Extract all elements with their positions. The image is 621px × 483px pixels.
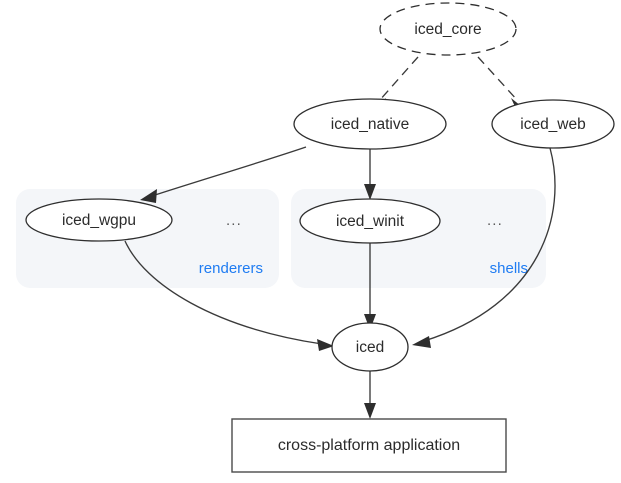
node-app-shape[interactable]: [231, 418, 507, 473]
node-cross-platform-application[interactable]: cross-platform application: [231, 418, 507, 473]
node-iced_native-shape[interactable]: [293, 98, 447, 150]
cluster-renderers-label: renderers: [199, 260, 263, 277]
edge-iced_winit-to-iced: [364, 243, 376, 330]
edge-iced_web-to-iced: [412, 147, 556, 348]
node-iced-shape[interactable]: [331, 322, 409, 372]
node-iced_web[interactable]: iced_web: [491, 99, 615, 149]
arrow-head-iced_winit: [364, 184, 376, 200]
edge-iced_core-to-iced_web: [477, 56, 526, 111]
arrow-head-iced-from-web: [412, 336, 431, 348]
node-iced_wgpu[interactable]: iced_wgpu: [25, 198, 173, 242]
node-iced_native-label: iced_native: [331, 116, 409, 133]
edge-iced-to-app: [364, 371, 376, 419]
node-iced_core-shape[interactable]: [379, 2, 517, 56]
cluster-shells-ellipsis: ...: [487, 212, 503, 229]
edge-iced_native-to-iced_winit: [364, 149, 376, 200]
edge-iced_wgpu-to-iced: [124, 240, 334, 351]
node-iced_winit[interactable]: iced_winit: [299, 198, 441, 244]
node-iced_winit-shape[interactable]: [299, 198, 441, 244]
arrow-head-iced-from-winit: [364, 314, 376, 330]
node-iced_wgpu-label: iced_wgpu: [62, 212, 136, 229]
node-iced_native[interactable]: iced_native: [293, 98, 447, 150]
node-iced[interactable]: iced: [331, 322, 409, 372]
cluster-shells-label: shells: [490, 260, 528, 277]
node-iced_core[interactable]: iced_core: [379, 2, 517, 56]
node-iced_winit-label: iced_winit: [336, 213, 405, 230]
node-iced_web-label: iced_web: [520, 116, 586, 133]
arrow-head-iced-from-wgpu: [317, 339, 334, 351]
edge-iced_native-to-iced_wgpu: [140, 146, 307, 203]
arrow-head-iced_wgpu: [140, 189, 157, 203]
node-iced_core-label: iced_core: [414, 21, 481, 38]
arrow-head-app: [364, 403, 376, 419]
node-iced_web-shape[interactable]: [491, 99, 615, 149]
node-iced_wgpu-shape[interactable]: [25, 198, 173, 242]
node-iced-label: iced: [356, 339, 384, 356]
cluster-renderers-ellipsis: ...: [226, 212, 242, 229]
node-app-label: cross-platform application: [278, 437, 460, 454]
